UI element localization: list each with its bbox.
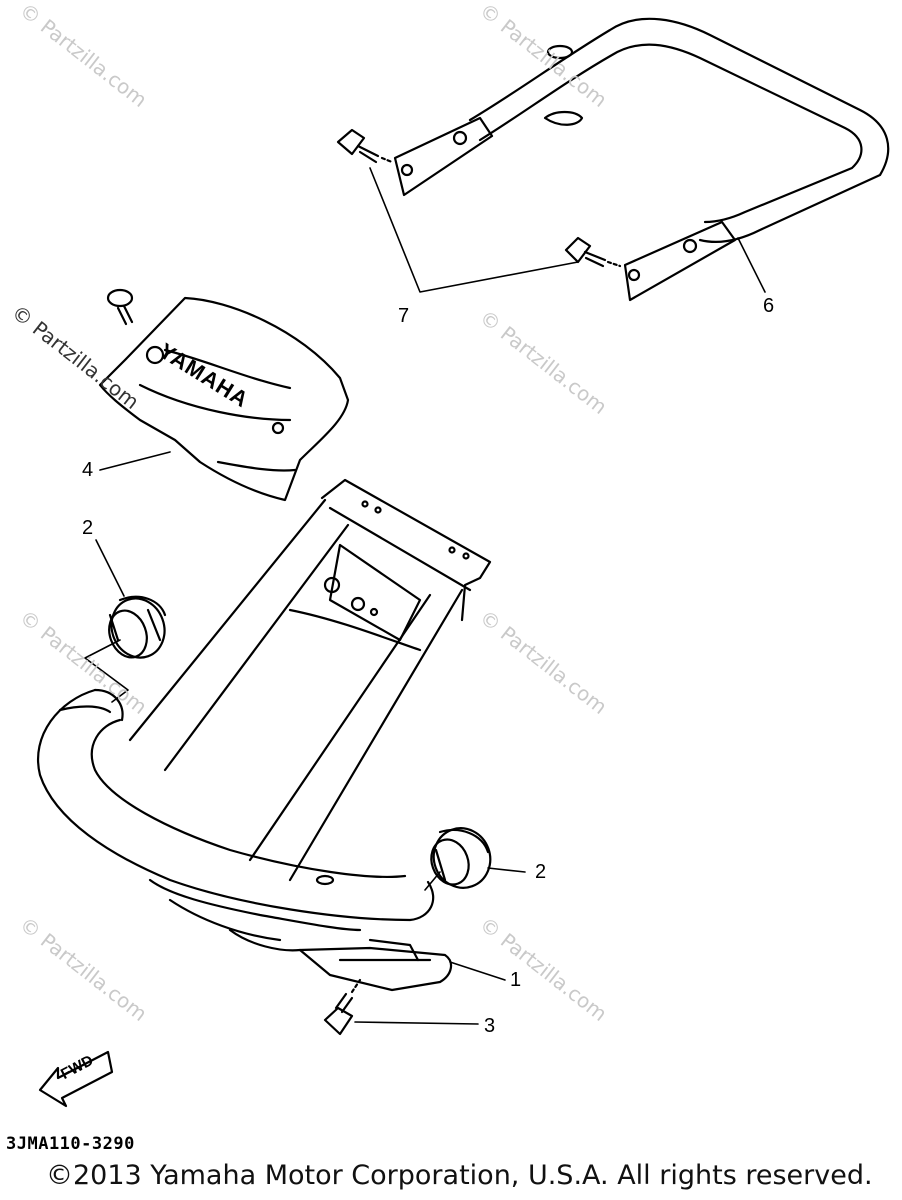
leader-lines-part-7 (369, 167, 579, 293)
damper-part-2-left (108, 595, 167, 659)
leader-line-part-2-right (487, 867, 526, 873)
leader-line-part-4 (99, 451, 171, 471)
bolt-part-3 (323, 978, 362, 1036)
front-guard-frame (37, 478, 492, 952)
callout-part-7: 7 (398, 305, 410, 327)
leader-line-part-6 (737, 237, 766, 293)
copyright-notice: ©2013 Yamaha Motor Corporation, U.S.A. A… (46, 1160, 873, 1191)
leader-line-part-2-left (95, 539, 125, 597)
cover-part-4 (98, 296, 350, 502)
cover-screw (106, 288, 134, 326)
skid-plate-part-1 (298, 938, 453, 992)
callout-part-4: 4 (82, 459, 94, 481)
callout-part-2-left: 2 (82, 517, 94, 539)
callout-part-3: 3 (484, 1015, 496, 1037)
leader-line-part-1 (449, 961, 506, 981)
damper-part-2-right (430, 827, 492, 889)
callout-part-1: 1 (510, 969, 522, 991)
leader-line-part-2-right-b (424, 871, 441, 891)
rear-grab-bar-part-6 (393, 17, 890, 302)
bolt-part-7-upper (336, 128, 394, 164)
fwd-arrow-icon (38, 1050, 114, 1108)
bolt-part-7-lower (564, 236, 622, 268)
leader-line-part-3 (354, 1021, 479, 1025)
callout-part-6: 6 (763, 295, 775, 317)
callout-part-2-right: 2 (535, 861, 547, 883)
leader-line-part-2-left-b (84, 639, 129, 703)
diagram-code: 3JMA110-3290 (6, 1134, 135, 1154)
